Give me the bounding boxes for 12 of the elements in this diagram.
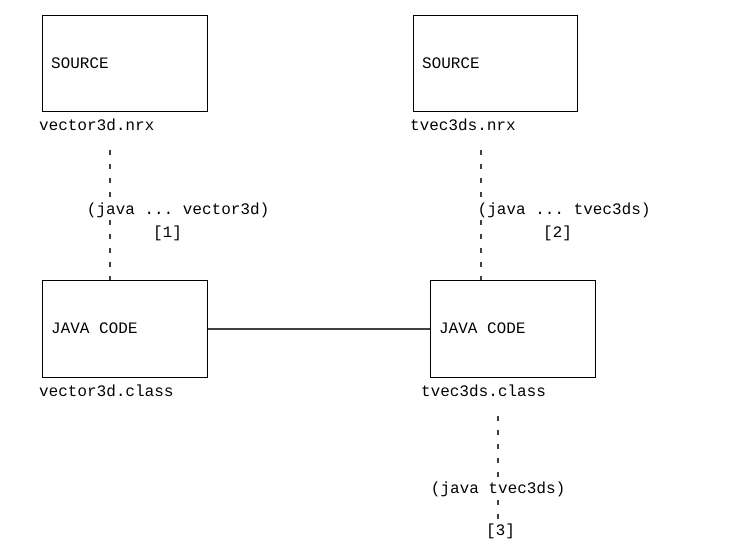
box-text: SOURCE (51, 54, 109, 72)
box-text: SOURCE (422, 54, 480, 72)
file-name: tvec3ds.class (421, 383, 546, 401)
file-name: vector3d.nrx (39, 117, 154, 135)
box-text: JAVA CODE (51, 320, 138, 338)
callout-number: [3] (486, 522, 530, 544)
connector-line (109, 150, 111, 280)
file-name: tvec3ds.nrx (410, 117, 516, 135)
connector-line (208, 328, 430, 330)
file-name: vector3d.class (39, 383, 174, 401)
box-text: JAVA CODE (439, 320, 526, 338)
connector-line (480, 150, 482, 280)
